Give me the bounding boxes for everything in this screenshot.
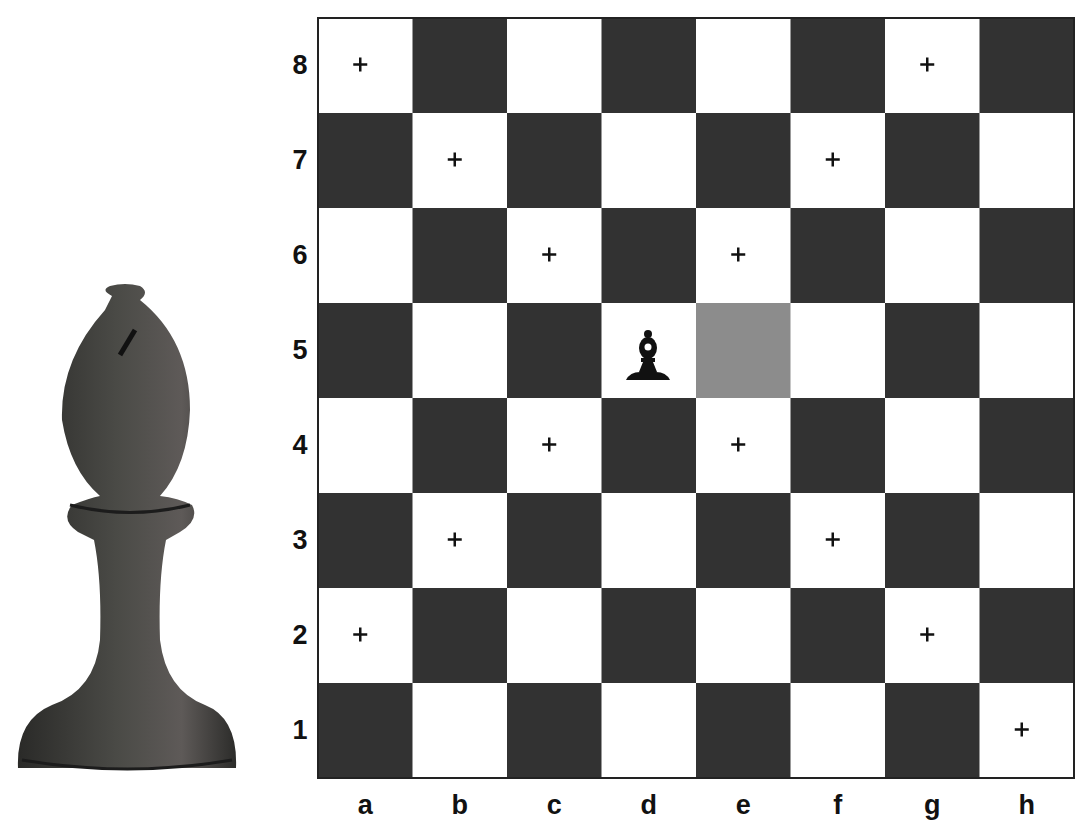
file-label: d xyxy=(641,792,658,819)
board-square xyxy=(791,398,886,494)
target-cross xyxy=(542,248,556,262)
board-square xyxy=(791,683,886,779)
board-square xyxy=(507,208,602,304)
target-cross xyxy=(1015,723,1029,737)
file-label: f xyxy=(833,792,842,819)
board-square xyxy=(980,398,1075,494)
rank-label: 2 xyxy=(292,622,307,649)
board-square xyxy=(980,303,1075,399)
board-square xyxy=(602,683,697,779)
board-square xyxy=(980,493,1075,589)
board-frame xyxy=(318,18,1074,778)
rank-label: 3 xyxy=(292,527,307,554)
board-square xyxy=(602,303,697,399)
rank-label: 8 xyxy=(292,52,307,79)
rank-label: 7 xyxy=(292,147,307,174)
board-squares xyxy=(318,18,1075,779)
board-square xyxy=(507,683,602,779)
board-square xyxy=(318,18,413,114)
target-cross xyxy=(731,438,745,452)
board-square xyxy=(885,208,980,304)
board-square xyxy=(318,208,413,304)
file-label: e xyxy=(736,792,751,819)
board-square xyxy=(318,398,413,494)
board-square xyxy=(885,303,980,399)
board-square xyxy=(696,493,791,589)
board-square xyxy=(791,208,886,304)
board-square xyxy=(413,113,508,209)
board-square xyxy=(413,398,508,494)
target-crosses xyxy=(353,58,1029,737)
board-square xyxy=(507,18,602,114)
rank-label: 1 xyxy=(292,717,307,744)
target-cross xyxy=(448,533,462,547)
board-square xyxy=(602,208,697,304)
target-cross xyxy=(353,58,367,72)
board-square xyxy=(413,18,508,114)
board-square xyxy=(602,398,697,494)
bishop-piece xyxy=(626,330,670,380)
rank-label: 6 xyxy=(292,242,307,269)
board-square xyxy=(791,18,886,114)
board-square xyxy=(413,303,508,399)
board-square xyxy=(318,113,413,209)
board-square xyxy=(696,18,791,114)
board-square xyxy=(318,588,413,684)
target-cross xyxy=(920,628,934,642)
file-label: b xyxy=(452,792,469,819)
board-square xyxy=(980,18,1075,114)
board-square xyxy=(696,303,791,399)
board-square xyxy=(885,493,980,589)
board-square xyxy=(318,493,413,589)
board-square xyxy=(507,588,602,684)
board-square xyxy=(791,493,886,589)
board-square xyxy=(602,588,697,684)
board-square xyxy=(696,398,791,494)
board-square xyxy=(413,208,508,304)
board-square xyxy=(602,18,697,114)
board-square xyxy=(413,588,508,684)
target-cross xyxy=(542,438,556,452)
board-square xyxy=(980,588,1075,684)
target-cross xyxy=(826,153,840,167)
file-label: h xyxy=(1019,792,1036,819)
rank-label: 5 xyxy=(292,337,307,364)
board-square xyxy=(696,588,791,684)
board-square xyxy=(696,113,791,209)
board-square xyxy=(980,683,1075,779)
file-label: g xyxy=(924,792,941,819)
board-square xyxy=(696,208,791,304)
board-square xyxy=(696,683,791,779)
board-square xyxy=(980,208,1075,304)
board-square xyxy=(318,683,413,779)
target-cross xyxy=(920,58,934,72)
target-cross xyxy=(448,153,462,167)
board-square xyxy=(602,493,697,589)
board-square xyxy=(791,113,886,209)
board-square xyxy=(507,493,602,589)
target-cross xyxy=(731,248,745,262)
board-square xyxy=(885,683,980,779)
board-square xyxy=(602,113,697,209)
board-square xyxy=(507,303,602,399)
board-square xyxy=(791,588,886,684)
board-square xyxy=(885,113,980,209)
target-cross xyxy=(826,533,840,547)
board-square xyxy=(791,303,886,399)
file-label: a xyxy=(358,792,373,819)
rank-label: 4 xyxy=(292,432,307,459)
board-square xyxy=(318,303,413,399)
board-square xyxy=(413,493,508,589)
board-square xyxy=(980,113,1075,209)
target-cross xyxy=(353,628,367,642)
board-square xyxy=(507,113,602,209)
file-label: c xyxy=(547,792,562,819)
board-square xyxy=(885,18,980,114)
bishop-figure xyxy=(18,284,236,769)
board-square xyxy=(507,398,602,494)
board-square xyxy=(413,683,508,779)
board-square xyxy=(885,588,980,684)
board-square xyxy=(885,398,980,494)
